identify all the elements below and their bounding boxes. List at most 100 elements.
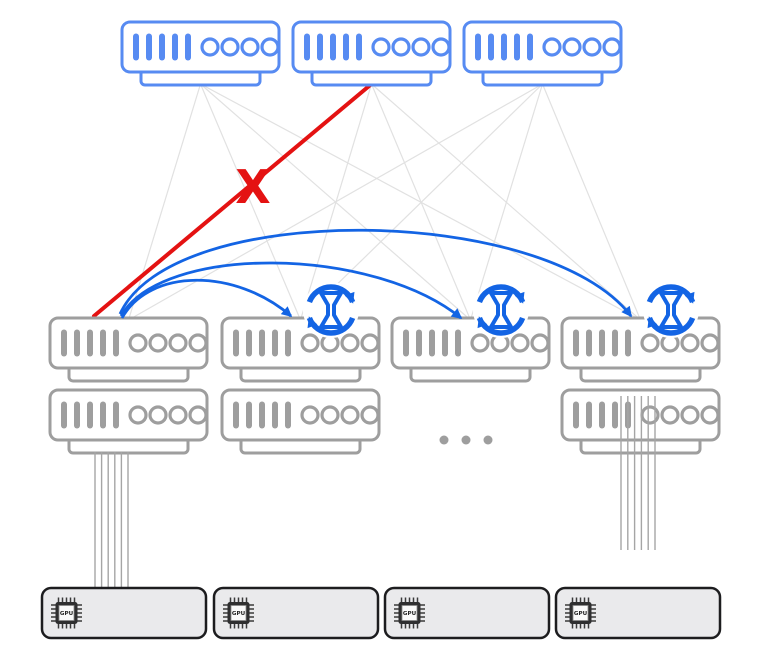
reroute-arc-3 (118, 228, 633, 318)
leaf-leaf-switch-6 (220, 388, 381, 455)
sync-restart-icon-2 (473, 282, 529, 338)
gpu-host-box (40, 586, 208, 640)
led-port-icon (220, 37, 240, 57)
sync-arrow-top (646, 284, 696, 304)
led-port-icon (300, 333, 320, 353)
led-port-icon (371, 37, 391, 57)
sync-restart-icon-1 (303, 282, 359, 338)
port-slot-icon (233, 401, 239, 429)
led-port-icon (510, 333, 530, 353)
port-slot-icon (100, 401, 106, 429)
reroute-arcs (118, 228, 633, 320)
port-slot-icon (612, 401, 618, 429)
failed-link-line (92, 82, 374, 318)
spine-leaf-mesh-links (127, 83, 642, 321)
icon-backplate (303, 282, 359, 338)
port-slot-icon (599, 329, 605, 357)
led-port-icon (700, 333, 720, 353)
port-slot-icon (61, 329, 67, 357)
gpu-host-1: GPU (40, 586, 208, 640)
port-slot-icon (356, 33, 362, 61)
gpu-chip-label: GPU (60, 611, 74, 617)
led-port-icon (340, 405, 360, 425)
port-slot-icon (259, 401, 265, 429)
port-slot-icon (599, 401, 605, 429)
mesh-link-spine1-leaf1 (127, 83, 202, 321)
port-slot-icon (488, 33, 494, 61)
led-port-icon (562, 37, 582, 57)
hourglass-icon (489, 291, 513, 329)
led-port-icon (200, 37, 220, 57)
port-slot-icon (586, 401, 592, 429)
port-slot-icon (416, 329, 422, 357)
ellipsis-dot (483, 435, 493, 445)
sync-arrow-top (306, 284, 356, 304)
leaf-leaf-switch-5 (48, 388, 209, 455)
led-port-icon (660, 405, 680, 425)
hourglass-icon (319, 291, 343, 329)
led-port-icon (470, 333, 490, 353)
spine-spine-switch-1 (120, 20, 281, 87)
led-port-icon (530, 333, 550, 353)
failed-link-group: X (92, 82, 374, 318)
port-slot-icon (246, 329, 252, 357)
gpu-chip-label: GPU (574, 611, 588, 617)
led-port-icon (320, 405, 340, 425)
reroute-arc-2 (119, 261, 463, 320)
leaf-leaf-switch-4 (560, 316, 721, 383)
port-slot-icon (285, 329, 291, 357)
port-slot-icon (304, 33, 310, 61)
gpu-host-3: GPU (383, 586, 551, 640)
mesh-link-spine3-leaf4 (541, 83, 642, 321)
led-port-icon (411, 37, 431, 57)
ellipsis-more-nodes (439, 435, 493, 445)
mesh-link-spine3-leaf3 (469, 83, 544, 321)
sync-arrow-bottom (646, 316, 696, 336)
port-slot-icon (87, 401, 93, 429)
gpu-chip-label: GPU (403, 611, 417, 617)
gpu-chip-icon: GPU (565, 597, 596, 629)
port-slot-icon (573, 329, 579, 357)
port-slot-icon (133, 33, 139, 61)
gpu-host-box (383, 586, 551, 640)
reroute-arc-1 (120, 278, 293, 319)
port-slot-icon (285, 401, 291, 429)
port-slot-icon (429, 329, 435, 357)
leaf-leaf-switch-2 (220, 316, 381, 383)
port-slot-icon (501, 33, 507, 61)
gpu-host-box (554, 586, 722, 640)
sync-arrow-bottom (476, 316, 526, 336)
gpu-chip-icon: GPU (394, 597, 425, 629)
hourglass-icon (659, 291, 683, 329)
leaf-leaf-switch-7 (560, 388, 721, 455)
led-port-icon (391, 37, 411, 57)
port-slot-icon (586, 329, 592, 357)
ellipsis-dot (439, 435, 449, 445)
led-port-icon (680, 333, 700, 353)
port-slot-icon (612, 329, 618, 357)
sync-restart-icon-3 (643, 282, 699, 338)
spine-spine-switch-3 (462, 20, 623, 87)
port-slot-icon (442, 329, 448, 357)
port-slot-icon (146, 33, 152, 61)
port-slot-icon (403, 329, 409, 357)
port-slot-icon (514, 33, 520, 61)
leaf-leaf-switch-1 (48, 316, 209, 383)
port-slot-icon (317, 33, 323, 61)
icon-backplate (473, 282, 529, 338)
port-slot-icon (159, 33, 165, 61)
mesh-link-spine3-leaf2 (300, 83, 543, 321)
led-port-icon (582, 37, 602, 57)
port-slot-icon (185, 33, 191, 61)
icon-backplate (643, 282, 699, 338)
gpu-host-4: GPU (554, 586, 722, 640)
port-slot-icon (87, 329, 93, 357)
led-port-icon (168, 405, 188, 425)
port-slot-icon (475, 33, 481, 61)
led-port-icon (148, 333, 168, 353)
led-port-icon (542, 37, 562, 57)
led-port-icon (340, 333, 360, 353)
port-slot-icon (113, 329, 119, 357)
